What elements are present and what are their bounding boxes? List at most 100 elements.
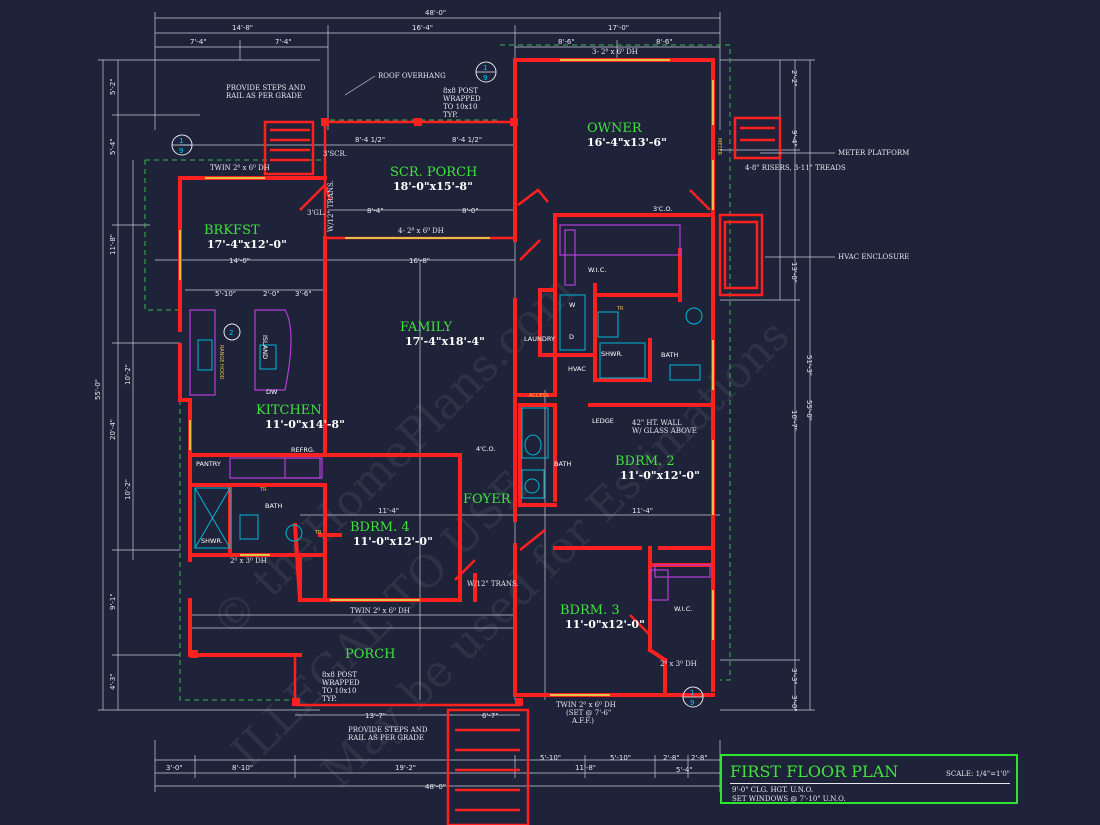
note-steps-top-1: PROVIDE STEPS AND xyxy=(226,84,306,92)
dim-k3: 3'-6" xyxy=(295,290,312,298)
plumbing-fixtures xyxy=(194,294,703,549)
dim-scr-w2: 8'-4 1/2" xyxy=(452,136,482,144)
room-name-bdrm2: BDRM. 2 xyxy=(615,454,675,469)
tr-label-2: TR xyxy=(259,487,267,493)
dim-stair-w: 6'-7" xyxy=(482,712,499,720)
room-size-owner: 16'-4"x13'-6" xyxy=(587,136,667,149)
room-name-porch: PORCH xyxy=(345,647,395,662)
owner-bath-label: BATH xyxy=(661,351,678,359)
note-post-bot-4: TYP. xyxy=(322,695,337,703)
section-marker-top-num: 1 xyxy=(483,64,487,72)
access-label: ACCESS xyxy=(529,393,549,399)
section-markers: 1 9 1 9 2 1 9 xyxy=(171,61,704,708)
tr-label-1: TR xyxy=(616,306,624,312)
section-marker-left-num: 1 xyxy=(179,137,183,145)
note-win-bath3: 2⁰ x 3⁰ DH xyxy=(660,660,697,668)
posts xyxy=(190,118,523,706)
bdrm3-wic-label: W.I.C. xyxy=(674,605,692,613)
door-swings xyxy=(299,182,711,636)
washer-label: W xyxy=(569,301,576,309)
room-size-family: 17'-4"x18'-4" xyxy=(405,335,485,348)
dim-left-f: 10'-2" xyxy=(124,479,132,500)
note-set-at-2: A.F.F.) xyxy=(571,717,594,725)
dim-bot-h: 2'-8" xyxy=(691,754,708,762)
room-size-kitchen: 11'-0"x14'-8" xyxy=(265,418,345,431)
range-label: RANGE HOOD xyxy=(218,345,224,380)
dim-top-a: 14'-8" xyxy=(232,24,253,32)
dim-bot-e: 11'-8" xyxy=(575,764,596,772)
room-size-scr-porch: 18'-0"x15'-8" xyxy=(393,180,473,193)
note-meter-platform: METER PLATFORM xyxy=(838,149,909,157)
dim-bot-i: 5'-4" xyxy=(676,766,693,774)
bath2-label: BATH xyxy=(554,460,571,468)
dim-fam-w: 16'-8" xyxy=(409,257,430,265)
room-name-foyer: FOYER xyxy=(463,492,512,507)
dim-bot-b: 8'-10" xyxy=(232,764,253,772)
dim-bot-g: 2'-8" xyxy=(663,754,680,762)
dim-top-overall: 48'-0" xyxy=(425,9,446,17)
bath4-label: BATH xyxy=(265,502,282,510)
room-name-kitchen: KITCHEN xyxy=(256,403,322,418)
island-label: ISLAND xyxy=(261,335,269,359)
dimension-text: 48'-0" 14'-8" 16'-4" 17'-0" 7'-4" 7'-4" … xyxy=(94,9,813,791)
dim-bd4-w: 11'-4" xyxy=(378,507,399,515)
dim-k1: 5'-10" xyxy=(215,290,236,298)
room-name-owner: OWNER xyxy=(587,121,643,136)
post-6 xyxy=(515,698,523,706)
dim-scr-w3: 8'-4" xyxy=(367,207,384,215)
dim-brk-w: 14'-0" xyxy=(229,257,250,265)
note-win-brk: TWIN 2⁸ x 6⁰ DH xyxy=(210,164,270,172)
owner-shwr-label: SHWR. xyxy=(601,350,623,358)
pantry-label: PANTRY xyxy=(196,460,221,468)
dimension-lines xyxy=(98,12,815,792)
note-trans: W/12" TRANS. xyxy=(467,580,519,588)
note-trans2: W/12" TRANS. xyxy=(327,180,335,232)
note-post-top-1: 8x8 POST xyxy=(443,87,478,95)
dim-scr-w1: 8'-4 1/2" xyxy=(355,136,385,144)
room-size-bdrm4: 11'-0"x12'-0" xyxy=(353,535,433,548)
dim-right-overall: 55'-0" xyxy=(805,400,813,421)
dim-left-overall: 55'-0" xyxy=(94,379,102,400)
owner-wic-label: W.I.C. xyxy=(588,266,606,274)
notes: ROOF OVERHANG 8x8 POST WRAPPED TO 10x10 … xyxy=(210,48,909,742)
dim-bot-d: 5'-10" xyxy=(540,754,561,762)
note-post-bot-2: WRAPPED xyxy=(322,679,360,687)
dim-top-c: 17'-0" xyxy=(608,24,629,32)
owner-co-label: 3'C.O. xyxy=(653,205,672,213)
note-twin-window-bottom: TWIN 2⁰ x 6⁰ DH xyxy=(556,701,616,709)
dim-left-e: 20'-4" xyxy=(109,419,117,440)
dim-left-a: 5'-2" xyxy=(109,78,117,95)
detail-marker-num: 2 xyxy=(229,329,233,337)
dim-right-c: 13'-0" xyxy=(790,262,798,283)
shwr4-label: SHWR. xyxy=(201,537,223,545)
note-win-owner: 3- 2⁸ x 6⁰ DH xyxy=(592,48,638,56)
note-win-scr: 4- 2⁸ x 6⁰ DH xyxy=(398,227,444,235)
detail-marker xyxy=(223,323,241,341)
room-size-bdrm2: 11'-0"x12'-0" xyxy=(620,469,700,482)
roof-overhang-lines xyxy=(144,44,731,701)
fixture-labels: ISLAND DW RANGE HOOD PANTRY REFRG. BATH … xyxy=(196,138,722,613)
post-5 xyxy=(292,698,300,706)
kitchen-cabinets xyxy=(189,224,711,601)
note-ht-wall-2: W/ GLASS ABOVE xyxy=(632,427,697,435)
note-post-bot-1: 8x8 POST xyxy=(322,671,357,679)
note-post-top-3: TO 10x10 xyxy=(443,103,477,111)
section-marker-top-sheet: 9 xyxy=(483,74,487,82)
dim-right-g: 3'-0" xyxy=(790,695,798,712)
tr-label-3: TR xyxy=(314,530,322,536)
dim-right-e: 10'-7" xyxy=(790,410,798,431)
note-risers: 4-8" RISERS, 3-11" TREADS xyxy=(745,164,846,172)
dryer-label: D xyxy=(569,333,574,341)
note-win-bd4: TWIN 2⁰ x 6⁰ DH xyxy=(350,607,410,615)
plan-title: FIRST FLOOR PLAN xyxy=(730,762,899,781)
note-post-bot-3: TO 10x10 xyxy=(322,687,356,695)
room-name-brkfst: BRKFST xyxy=(204,223,260,238)
room-size-bdrm3: 11'-0"x12'-0" xyxy=(565,618,645,631)
dim-left-g: 9'-1" xyxy=(109,593,117,610)
ledge-label: LEDGE xyxy=(592,417,614,425)
post-1 xyxy=(321,118,329,126)
dim-right-d: 51'-3" xyxy=(805,355,813,376)
note-win-bath: 2⁰ x 3⁰ DH xyxy=(230,557,267,565)
note-set-at-1: (SET @ 7'-6" xyxy=(566,709,611,717)
